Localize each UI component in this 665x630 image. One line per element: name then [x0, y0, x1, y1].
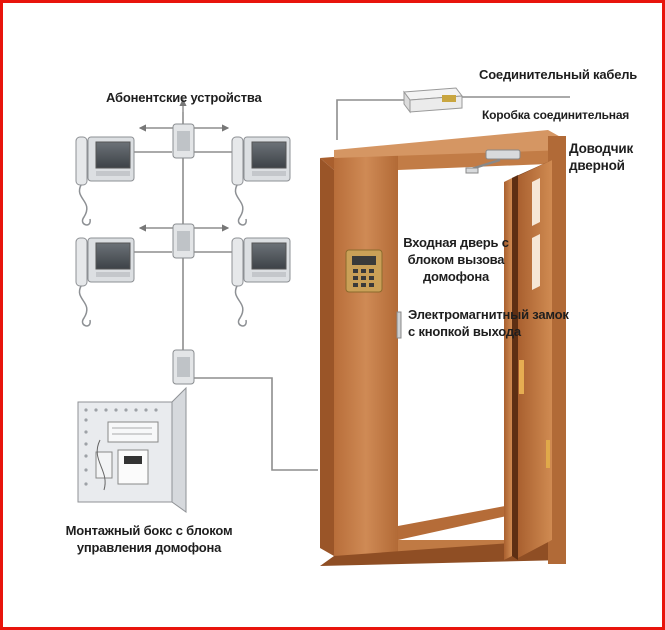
subscriber-devices	[75, 136, 291, 327]
cable-to-door	[192, 377, 318, 471]
mounting-box-label: Монтажный бокс с блоком управления домоф…	[65, 523, 233, 555]
connection-cable-label: Соединительный кабель	[479, 67, 638, 82]
door-frame-left	[334, 150, 398, 556]
door-call-panel-icon	[345, 249, 383, 293]
floor-splitter-box-icon	[172, 123, 195, 159]
mounting-box	[77, 386, 187, 513]
door-window	[532, 178, 540, 226]
distribution-arrows	[138, 98, 230, 232]
intercom-handset-icon	[75, 237, 91, 327]
door-leaf	[518, 160, 552, 558]
electromagnetic-lock-icon	[396, 311, 402, 339]
entrance-door-label: Входная дверь с блоком вызова домофона	[403, 235, 509, 284]
entrance-door	[320, 130, 566, 566]
floor-splitter-box-icon	[172, 349, 195, 385]
magnetic-lock-label: Электромагнитный замок с кнопкой выхода	[408, 307, 569, 339]
cable-junction-box-icon	[403, 87, 463, 114]
intercom-handset-icon	[75, 136, 91, 226]
control-unit-icon	[117, 449, 149, 485]
intercom-handset-icon	[231, 237, 247, 327]
intercom-handset-icon	[231, 136, 247, 226]
door-handle	[519, 360, 524, 394]
junction-box-label: Коробка соединительная	[482, 108, 630, 122]
intercom-monitor-icon	[75, 136, 135, 226]
floor-splitter-box-icon	[172, 223, 195, 259]
intercom-monitor-icon	[75, 237, 135, 327]
subscriber-devices-label: Абонентские устройства	[106, 90, 262, 105]
intercom-monitor-icon	[231, 237, 291, 327]
door-window	[532, 234, 540, 290]
door-closer-icon	[465, 149, 521, 174]
door-closer-label: Доводчик дверной	[569, 141, 634, 173]
intercom-monitor-icon	[231, 136, 291, 226]
cable-to-junction	[336, 99, 405, 140]
